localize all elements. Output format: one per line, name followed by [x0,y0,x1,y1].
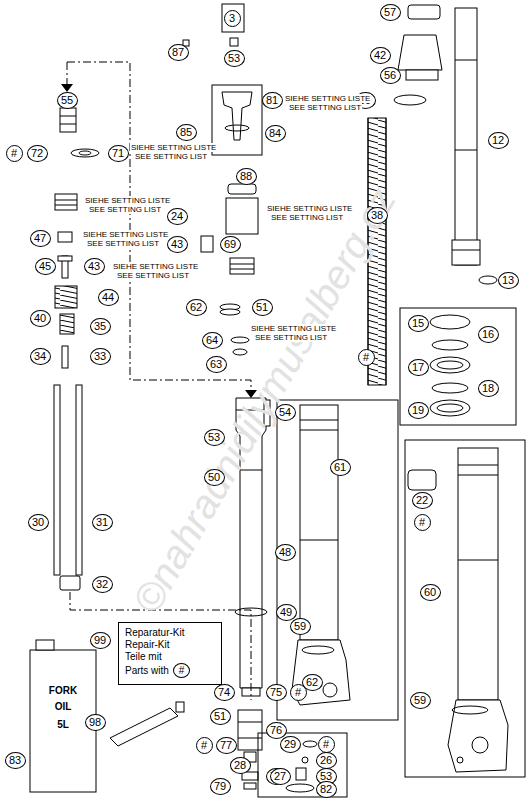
callout-number: 42 [370,47,391,64]
callout-number: # [196,737,213,754]
callout-number: 43 [167,236,188,253]
setting-note: SIEHE SETTING LISTE [112,262,199,271]
callout-number: 49 [276,604,297,621]
callout-number: 40 [30,310,51,327]
callout-number: 59 [290,618,311,635]
callout-number: 53 [204,429,225,446]
callout-number: 19 [408,402,429,419]
callout-number: 48 [275,544,296,561]
callout-number: 83 [5,752,26,769]
callout-number: 76 [266,722,287,739]
callout-number: 44 [98,289,119,306]
callout-number: 27 [270,768,291,785]
setting-note: SEE SETTING LIST [88,205,162,214]
callout-number: 79 [210,778,231,795]
callout-number: 35 [90,318,111,335]
callout-number: 98 [85,714,106,731]
setting-note: SIEHE SETTING LISTE [82,230,169,239]
setting-note: SEE SETTING LIST [116,271,190,280]
callout-number: 29 [280,736,301,753]
callout-number: 60 [420,584,441,601]
callout-number: 56 [380,67,401,84]
can-label: FORK [49,685,77,696]
callout-number: 88 [236,168,257,185]
callout-number: 87 [168,44,189,61]
callout-number: 28 [230,757,251,774]
kit-text: Parts with [125,665,169,677]
callout-number: 30 [28,514,49,531]
callout-number: 53 [224,50,245,67]
can-label: 5L [57,719,69,730]
callout-number: 81 [262,92,283,109]
callout-number: 84 [265,125,286,142]
callout-number: 26 [316,752,337,769]
callout-number: 13 [498,272,519,289]
callout-number: 38 [367,207,388,224]
setting-note: SEE SETTING LIST [134,152,208,161]
callout-number: 72 [27,145,48,162]
callout-number: 74 [214,684,235,701]
setting-note: SIEHE SETTING LISTE [250,324,337,333]
callout-number: 75 [266,684,287,701]
callout-number: 61 [330,459,351,476]
callout-number: # [358,349,375,366]
callout-number: 51 [210,708,231,725]
callout-number: 71 [108,145,129,162]
callout-number: 18 [478,380,499,397]
kit-text: Teile mit [125,651,215,663]
callout-number: 59 [410,692,431,709]
setting-note: SEE SETTING LIST [254,333,328,342]
callout-number: 33 [90,348,111,365]
callout-number: 62 [302,674,323,691]
callout-number: 22 [412,492,433,509]
callout-number: # [318,736,335,753]
callout-number: 64 [202,332,223,349]
setting-note: SEE SETTING LIST [86,239,160,248]
callout-number: 31 [92,514,113,531]
callout-number: 16 [478,326,499,343]
callout-number: 54 [275,404,296,421]
callout-number: 63 [206,356,227,373]
kit-text: Repair-Kit [125,639,215,651]
callout-number: 34 [30,348,51,365]
callout-number: 82 [316,781,337,798]
setting-note: SEE SETTING LIST [288,103,362,112]
setting-note: SIEHE SETTING LISTE [130,143,217,152]
callout-number: 43 [84,258,105,275]
kit-text: Reparatur-Kit [125,627,215,639]
setting-note: SIEHE SETTING LISTE [84,196,171,205]
callout-number: 55 [57,92,78,109]
setting-note: SIEHE SETTING LISTE [284,94,371,103]
callout-number: 3 [224,10,241,27]
callout-number: 50 [204,469,225,486]
callout-number: 12 [488,132,509,149]
callout-number: 51 [252,299,273,316]
callout-number: # [6,145,23,162]
callout-number: 47 [30,230,51,247]
repair-kit-box: Reparatur-KitRepair-KitTeile mitParts wi… [118,622,222,685]
callout-number: 85 [176,124,197,141]
callout-number: 69 [220,236,241,253]
callout-number: # [173,663,190,678]
callout-number: 99 [90,632,111,649]
setting-note: SEE SETTING LIST [270,213,344,222]
callout-number: 62 [186,299,207,316]
callout-number: 17 [408,359,429,376]
callout-number: 24 [167,208,188,225]
callout-number: 45 [35,258,56,275]
can-label: OIL [55,701,72,712]
callout-number: 77 [216,737,237,754]
callout-number: # [414,514,431,531]
callout-number: 15 [408,315,429,332]
setting-note: SIEHE SETTING LISTE [266,204,353,213]
callout-number: 32 [92,576,113,593]
callout-number: 57 [380,4,401,21]
